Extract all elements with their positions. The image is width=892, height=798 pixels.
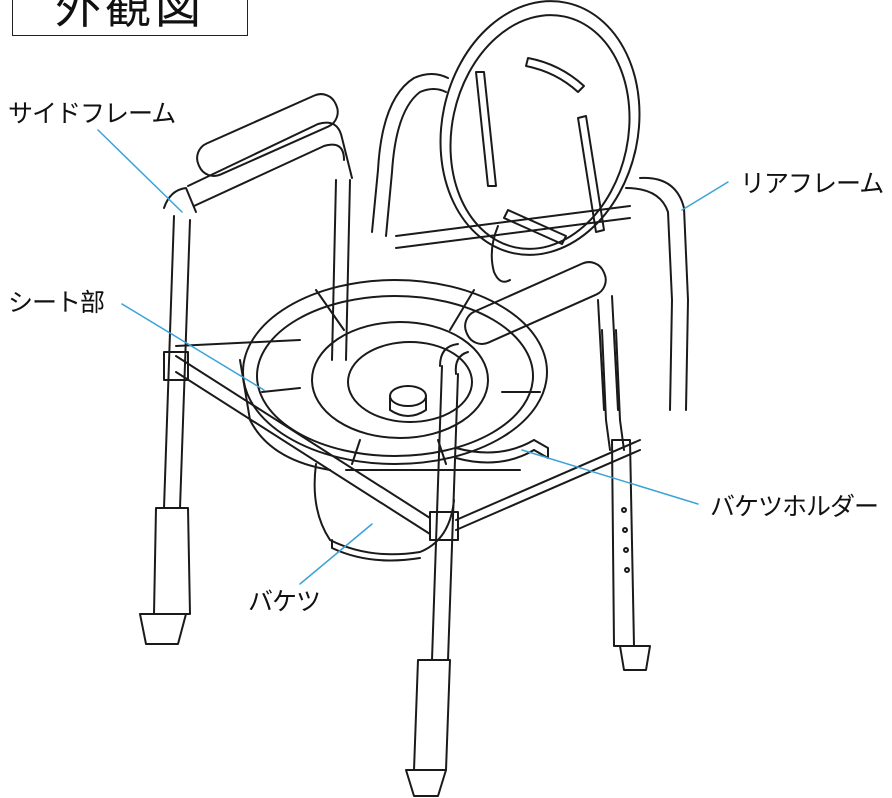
leader-seat — [121, 303, 265, 391]
bucket-holder — [455, 439, 549, 464]
leader-bucket-holder — [521, 449, 699, 505]
label-bucket-holder: バケツホルダー — [710, 492, 879, 521]
cross-bars — [163, 339, 641, 541]
diagram-title: 外観図 — [55, 0, 205, 34]
leader-side-frame — [97, 129, 183, 213]
leader-bucket — [299, 523, 373, 585]
side-frame-left — [139, 93, 353, 645]
bucket — [313, 463, 455, 562]
side-frame-right — [405, 261, 651, 797]
leader-rear-frame — [681, 181, 729, 211]
label-seat: シート部 — [8, 288, 105, 317]
title-box: 外観図 — [12, 0, 248, 36]
label-side-frame: サイドフレーム — [8, 99, 176, 128]
label-bucket: バケツ — [248, 587, 321, 616]
leader-lines — [97, 129, 729, 585]
label-rear-frame: リアフレーム — [740, 169, 884, 198]
lid — [439, 0, 641, 283]
